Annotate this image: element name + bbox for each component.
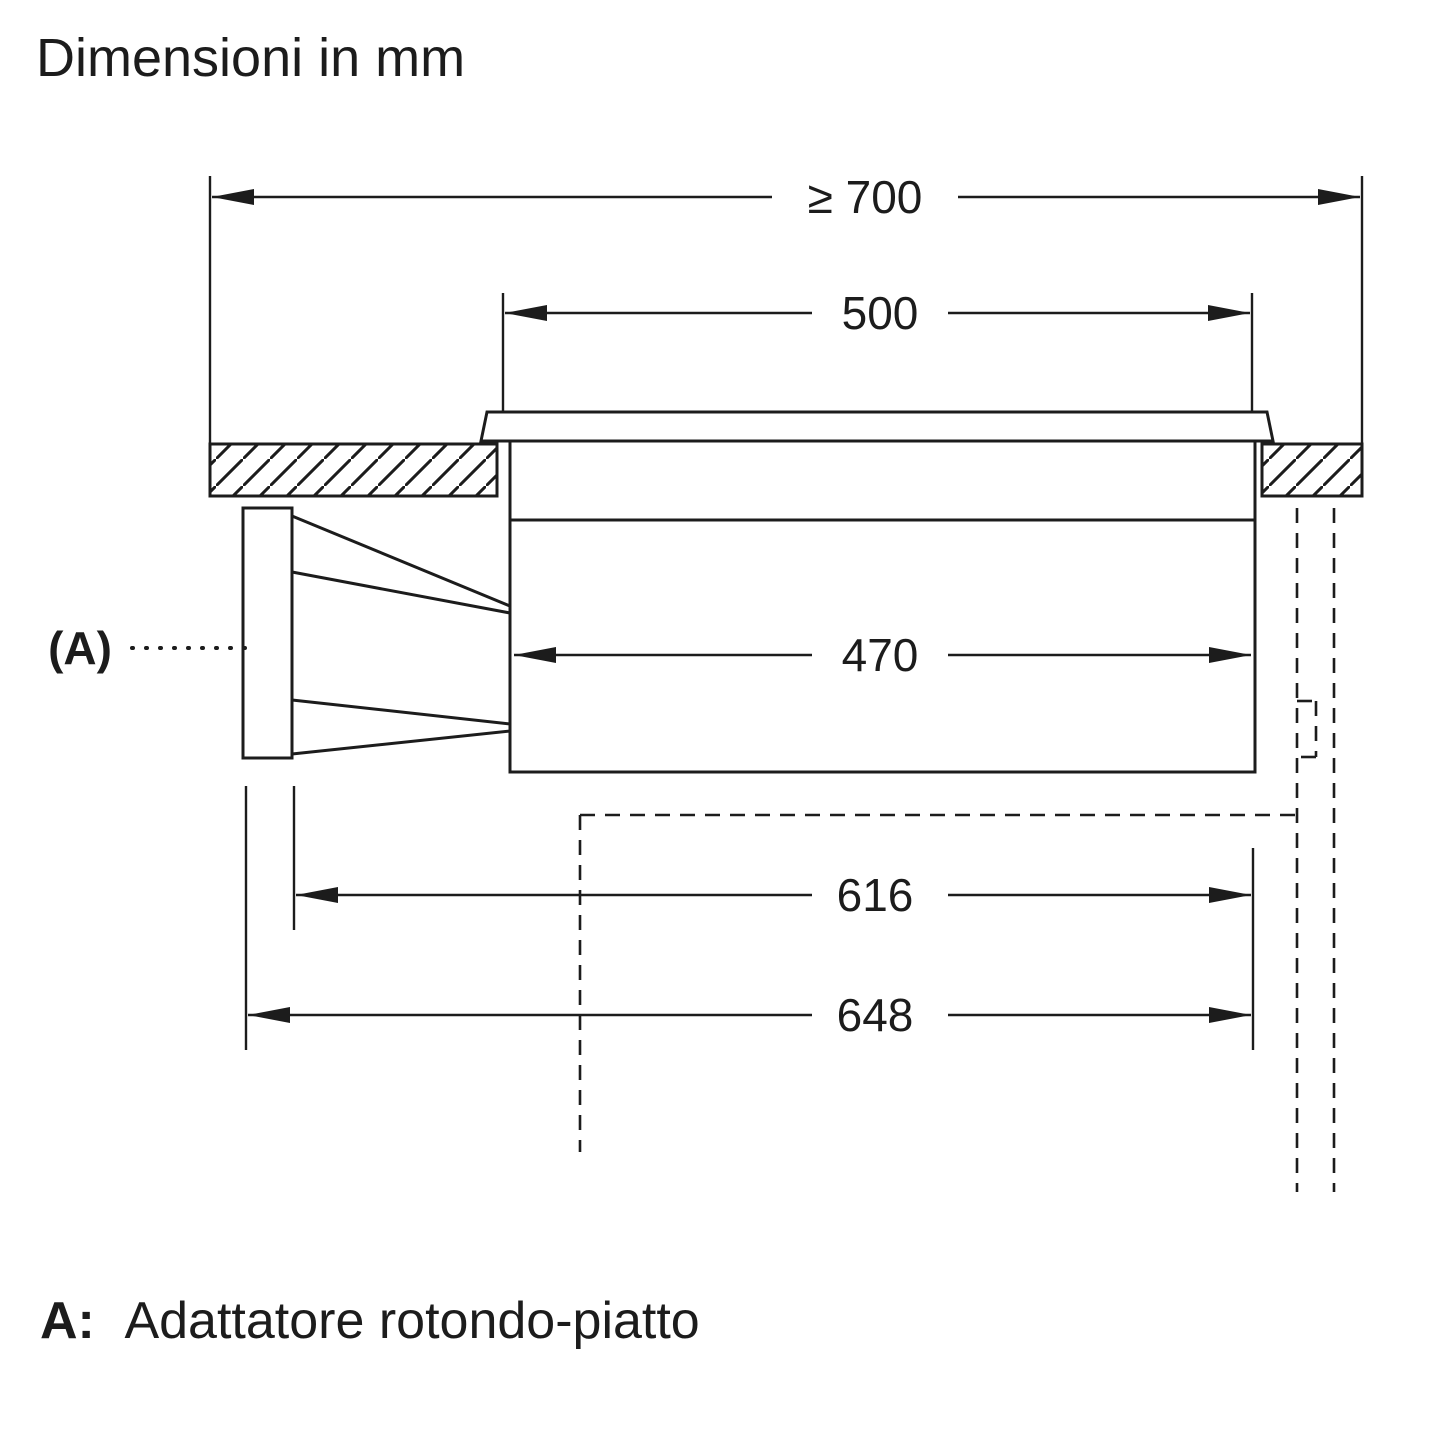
dimension-700-label: ≥ 700 <box>808 171 923 223</box>
dimension-700: ≥ 700 <box>212 171 1360 223</box>
arrow-left-icon <box>212 189 254 205</box>
hob-glass-plate <box>479 410 1275 443</box>
arrow-right-icon <box>1209 887 1251 903</box>
arrow-right-icon <box>1209 647 1251 663</box>
hob-body-box <box>508 442 1257 774</box>
adapter-callout: (A) <box>48 622 248 674</box>
adapter-callout-label: (A) <box>48 622 112 674</box>
extension-lines <box>208 176 1364 1050</box>
dimension-648-label: 648 <box>837 989 914 1041</box>
dimension-500-label: 500 <box>842 287 919 339</box>
legend-key: A: <box>40 1292 95 1350</box>
dimension-648: 648 <box>248 989 1251 1041</box>
arrow-right-icon <box>1208 305 1250 321</box>
legend: A: Adattatore rotondo-piatto <box>40 1292 700 1350</box>
dimension-500: 500 <box>505 287 1250 339</box>
arrow-right-icon <box>1209 1007 1251 1023</box>
arrow-left-icon <box>505 305 547 321</box>
arrow-right-icon <box>1318 189 1360 205</box>
dimension-470: 470 <box>514 629 1251 681</box>
hidden-duct-dashed <box>1295 508 1336 1192</box>
legend-description: Adattatore rotondo-piatto <box>124 1292 699 1350</box>
adapter-assembly <box>241 506 511 760</box>
worktop-cross-section <box>208 442 1364 498</box>
diagram-title: Dimensioni in mm <box>36 28 465 88</box>
arrow-left-icon <box>248 1007 290 1023</box>
cabinet-clearance-dashed <box>578 813 1297 1152</box>
flat-duct-section <box>241 506 294 760</box>
dimension-616-label: 616 <box>837 869 914 921</box>
arrow-left-icon <box>296 887 338 903</box>
dimension-616: 616 <box>296 869 1251 921</box>
arrow-left-icon <box>514 647 556 663</box>
dimension-470-label: 470 <box>842 629 919 681</box>
